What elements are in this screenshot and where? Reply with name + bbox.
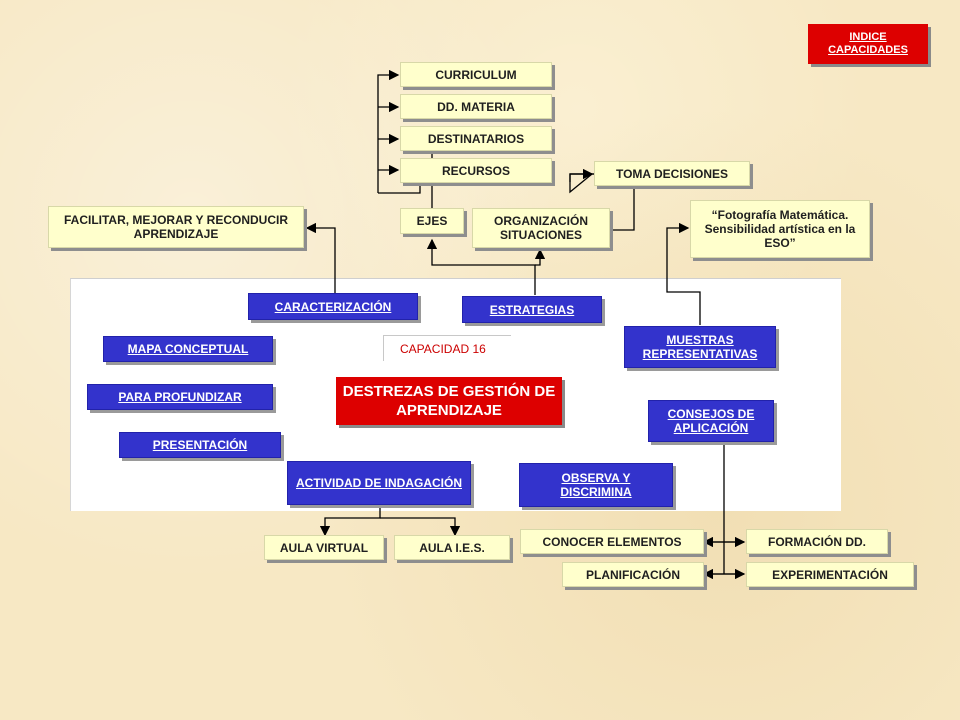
toma-decisiones-box: TOMA DECISIONES [594,161,750,186]
presentacion-link[interactable]: PRESENTACIÓN [119,432,281,458]
destinatarios-box: DESTINATARIOS [400,126,552,151]
formacion-dd-box: FORMACIÓN DD. [746,529,888,554]
mapa-conceptual-link[interactable]: MAPA CONCEPTUAL [103,336,273,362]
planificacion-box: PLANIFICACIÓN [562,562,704,587]
actividad-indagacion-link[interactable]: ACTIVIDAD DE INDAGACIÓN [287,461,471,505]
ejes-box: EJES [400,208,464,234]
consejos-aplicacion-link[interactable]: CONSEJOS DE APLICACIÓN [648,400,774,442]
experimentacion-box: EXPERIMENTACIÓN [746,562,914,587]
observa-discrimina-link[interactable]: OBSERVA Y DISCRIMINA [519,463,673,507]
para-profundizar-link[interactable]: PARA PROFUNDIZAR [87,384,273,410]
dd-materia-box: DD. MATERIA [400,94,552,119]
capacity-label: CAPACIDAD 16 [383,335,511,361]
index-capacities-button[interactable]: INDICE CAPACIDADES [808,24,928,64]
central-title: DESTREZAS DE GESTIÓN DE APRENDIZAJE [336,377,562,425]
recursos-box: RECURSOS [400,158,552,183]
curriculum-box: CURRICULUM [400,62,552,87]
fotografia-matematica-box: “Fotografía Matemática. Sensibilidad art… [690,200,870,258]
aula-ies-box: AULA I.E.S. [394,535,510,560]
organizacion-situaciones-box: ORGANIZACIÓN SITUACIONES [472,208,610,248]
conocer-elementos-box: CONOCER ELEMENTOS [520,529,704,554]
estrategias-link[interactable]: ESTRATEGIAS [462,296,602,323]
caracterizacion-link[interactable]: CARACTERIZACIÓN [248,293,418,320]
facilitar-box: FACILITAR, MEJORAR Y RECONDUCIR APRENDIZ… [48,206,304,248]
aula-virtual-box: AULA VIRTUAL [264,535,384,560]
muestras-representativas-link[interactable]: MUESTRAS REPRESENTATIVAS [624,326,776,368]
